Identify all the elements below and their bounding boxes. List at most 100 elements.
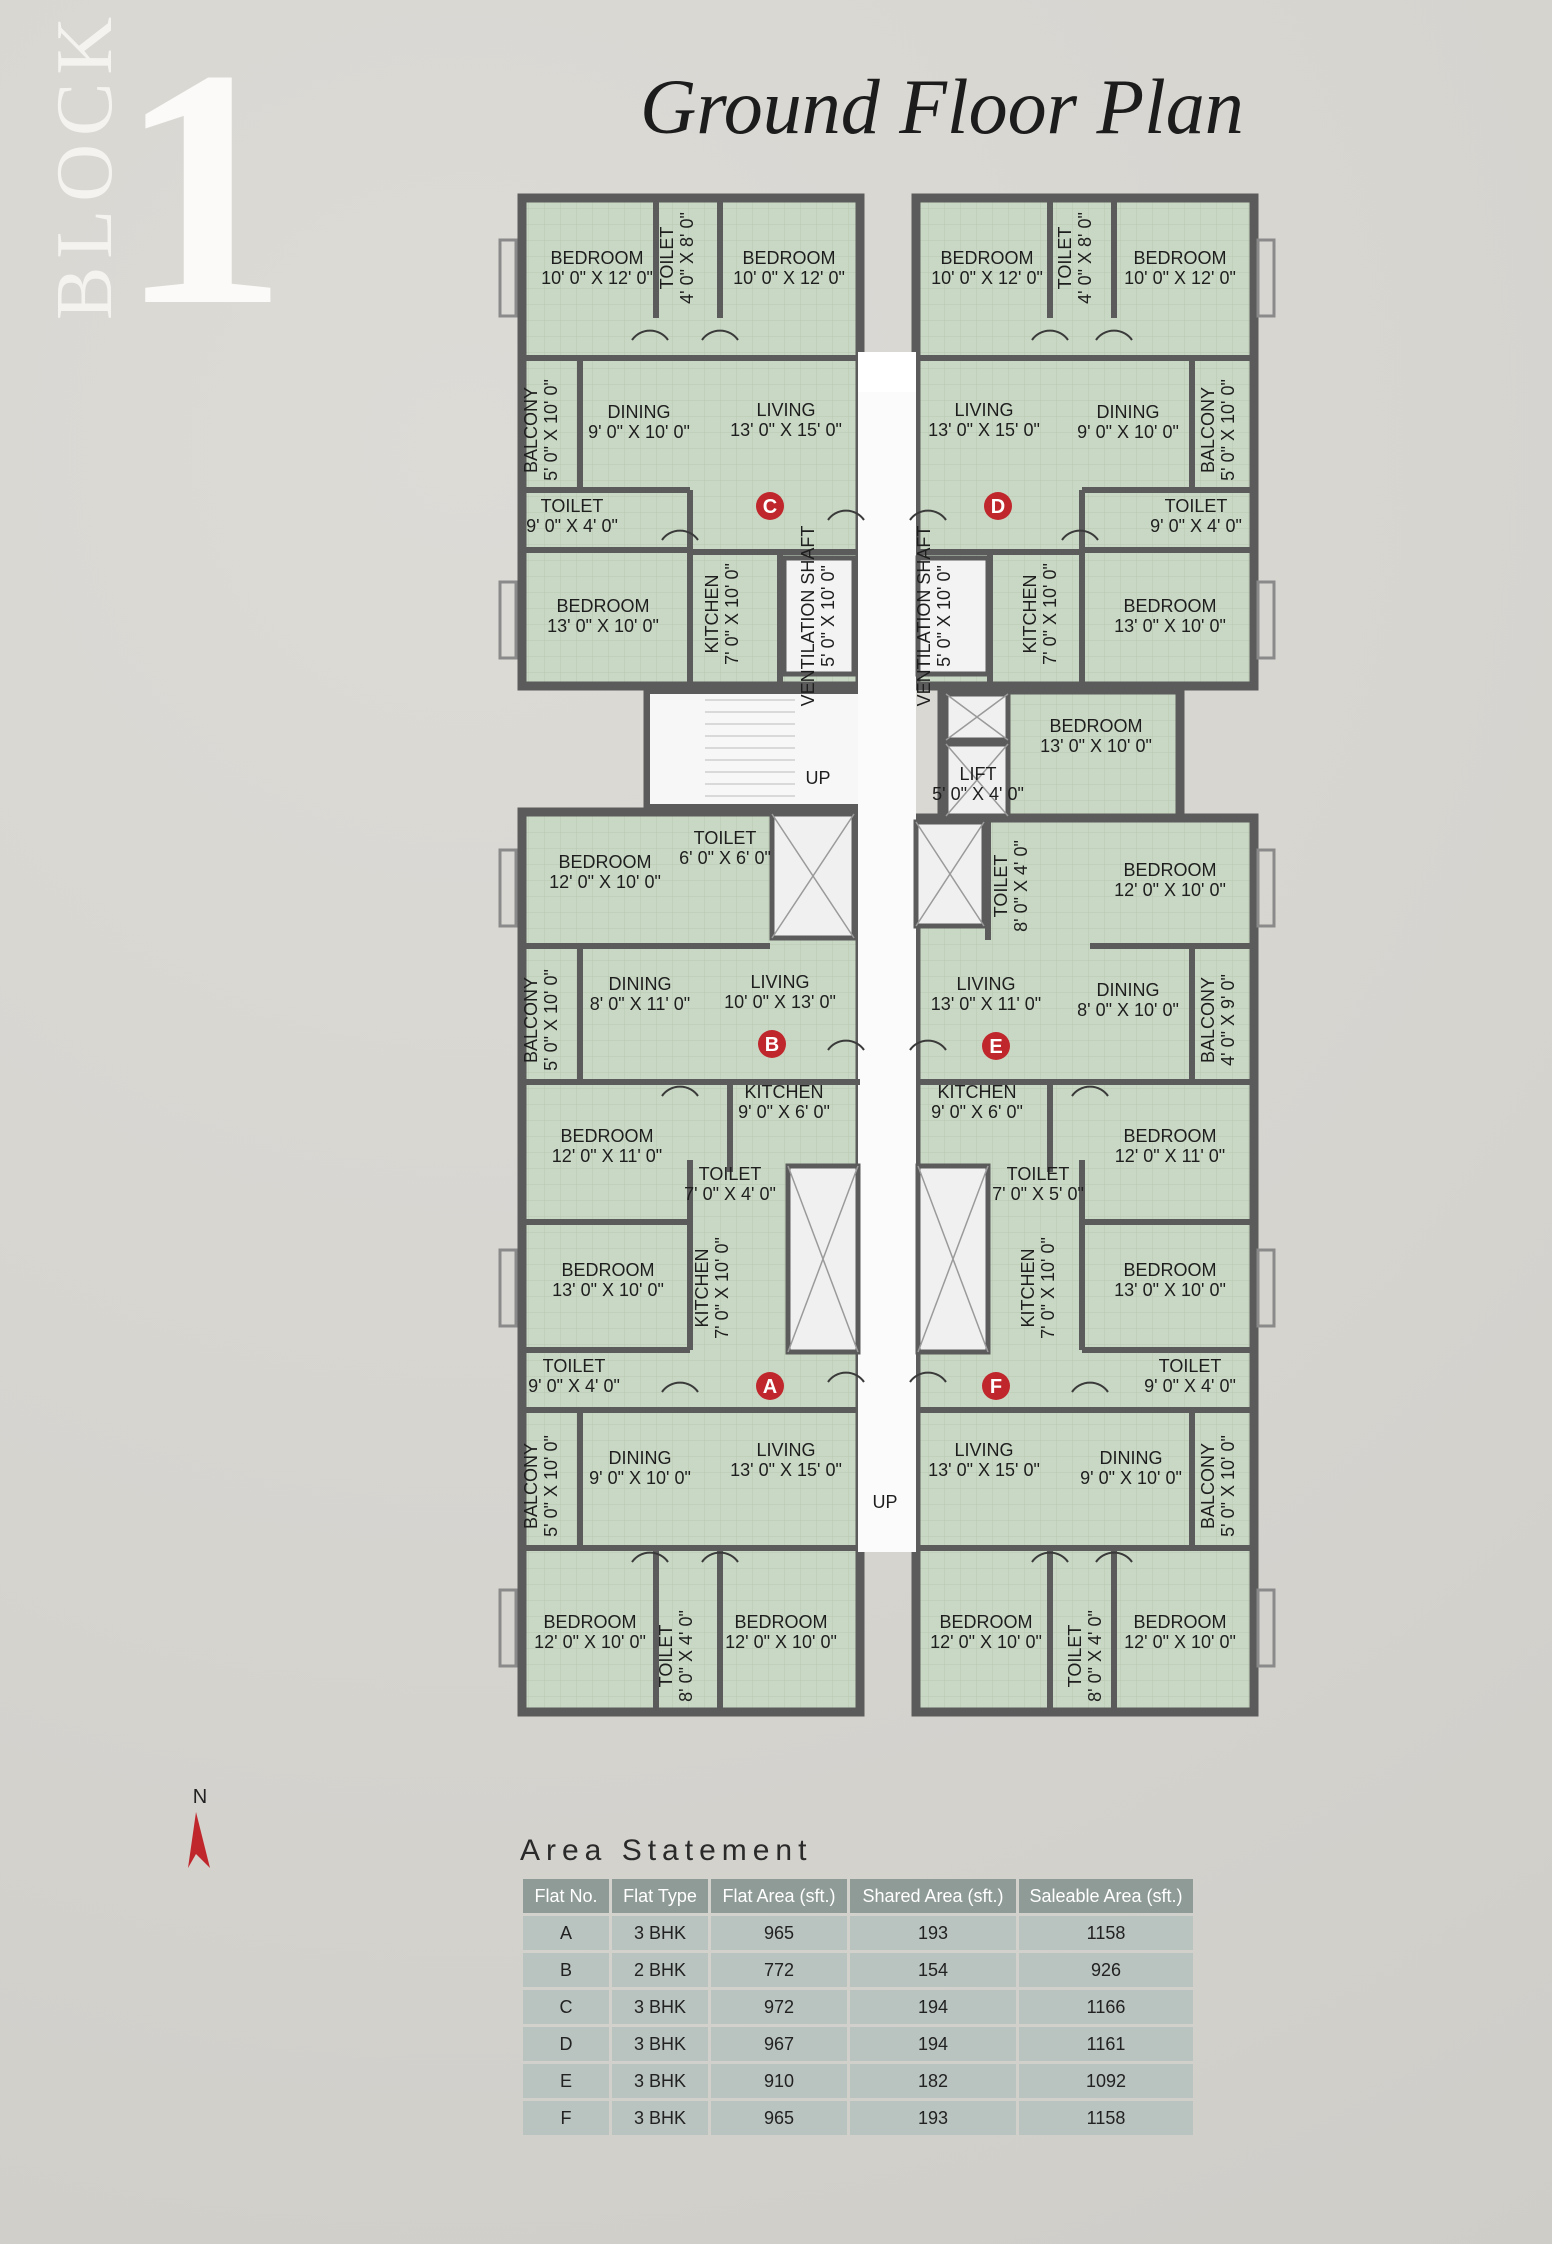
room-size: 9' 0" X 10' 0"	[589, 1468, 691, 1488]
window-bay	[498, 1248, 518, 1328]
cell-flat-area: 972	[711, 1990, 847, 2024]
door-swing	[909, 1039, 947, 1051]
cell-shared-area: 182	[850, 2064, 1016, 2098]
cell-flat-no: E	[523, 2064, 609, 2098]
cell-flat-area: 965	[711, 1916, 847, 1950]
room-name: BEDROOM	[556, 596, 649, 616]
room-size: 9' 0" X 10' 0"	[1077, 422, 1179, 442]
room-name: LIVING	[956, 974, 1015, 994]
room-size: 8' 0" X 11' 0"	[590, 994, 690, 1014]
door-swing	[827, 1371, 865, 1383]
header-flat-type: Flat Type	[612, 1879, 708, 1913]
room-size: 10' 0" X 12' 0"	[733, 268, 845, 288]
door-swing	[631, 329, 669, 341]
cell-flat-type: 3 BHK	[612, 2101, 708, 2135]
cell-shared-area: 194	[850, 1990, 1016, 2024]
room-name: BEDROOM	[561, 1260, 654, 1280]
room-size: 5' 0" X 10' 0"	[934, 565, 954, 667]
room-size: 13' 0" X 15' 0"	[928, 420, 1040, 440]
cell-shared-area: 154	[850, 1953, 1016, 1987]
room-name: BEDROOM	[1123, 1260, 1216, 1280]
room-size: 12' 0" X 10' 0"	[549, 872, 661, 892]
room-name: KITCHEN	[937, 1082, 1016, 1102]
window-bay	[498, 580, 518, 660]
room-size: 7' 0" X 5' 0"	[992, 1184, 1084, 1204]
cell-flat-no: D	[523, 2027, 609, 2061]
room-name: KITCHEN	[744, 1082, 823, 1102]
room-name: TOILET	[543, 1356, 606, 1376]
room-name: LIVING	[756, 1440, 815, 1460]
cell-flat-no: F	[523, 2101, 609, 2135]
flat-badge	[984, 492, 1012, 520]
room-name: TOILET	[1165, 496, 1228, 516]
room-name: TOILET	[699, 1164, 762, 1184]
door-swing	[661, 1381, 699, 1393]
door-swing	[1061, 529, 1099, 541]
flat-badge-letter: F	[990, 1376, 1002, 1398]
room-size: 9' 0" X 6' 0"	[931, 1102, 1023, 1122]
north-arrow-icon	[188, 1812, 210, 1868]
flat-badge	[982, 1372, 1010, 1400]
lift-cross	[945, 693, 1009, 741]
room-name: TOILET	[694, 828, 757, 848]
room-size: 9' 0" X 4' 0"	[1144, 1376, 1236, 1396]
room-name: KITCHEN	[1018, 1248, 1038, 1327]
room-name: LIVING	[750, 972, 809, 992]
room-name: TOILET	[1007, 1164, 1070, 1184]
room-size: 7' 0" X 10' 0"	[1038, 1237, 1058, 1339]
door-swing	[631, 1551, 669, 1563]
table-row: F 3 BHK 965 193 1158	[523, 2101, 1193, 2135]
room-size: 5' 0" X 10' 0"	[1218, 379, 1238, 481]
header-saleable-area: Saleable Area (sft.)	[1019, 1879, 1193, 1913]
window-bay	[498, 1588, 518, 1668]
room-name: BEDROOM	[1123, 1126, 1216, 1146]
cell-flat-type: 3 BHK	[612, 2064, 708, 2098]
window-bay	[1256, 848, 1276, 928]
room-size: 12' 0" X 10' 0"	[1124, 1632, 1236, 1652]
room-name: BEDROOM	[939, 1612, 1032, 1632]
cell-saleable-area: 1092	[1019, 2064, 1193, 2098]
room-name: DINING	[609, 974, 672, 994]
room-name: LIFT	[959, 764, 996, 784]
cell-flat-area: 910	[711, 2064, 847, 2098]
room-name: BALCONY	[521, 1443, 541, 1529]
door-swing	[1031, 329, 1069, 341]
room-size: 5' 0" X 10' 0"	[541, 969, 561, 1071]
room-size: 9' 0" X 4' 0"	[1150, 516, 1242, 536]
room-size: 12' 0" X 10' 0"	[930, 1632, 1042, 1652]
room-size: 7' 0" X 10' 0"	[1040, 563, 1060, 665]
cell-saleable-area: 1158	[1019, 1916, 1193, 1950]
room-size: 12' 0" X 11' 0"	[1115, 1146, 1225, 1166]
room-size: 7' 0" X 10' 0"	[722, 563, 742, 665]
header-flat-area: Flat Area (sft.)	[711, 1879, 847, 1913]
room-name: KITCHEN	[692, 1248, 712, 1327]
room-name: BALCONY	[1198, 1443, 1218, 1529]
cell-flat-no: C	[523, 1990, 609, 2024]
flat-badge-letter: C	[763, 496, 777, 518]
room-size: 5' 0" X 10' 0"	[541, 1435, 561, 1537]
door-swing	[1071, 1085, 1109, 1097]
